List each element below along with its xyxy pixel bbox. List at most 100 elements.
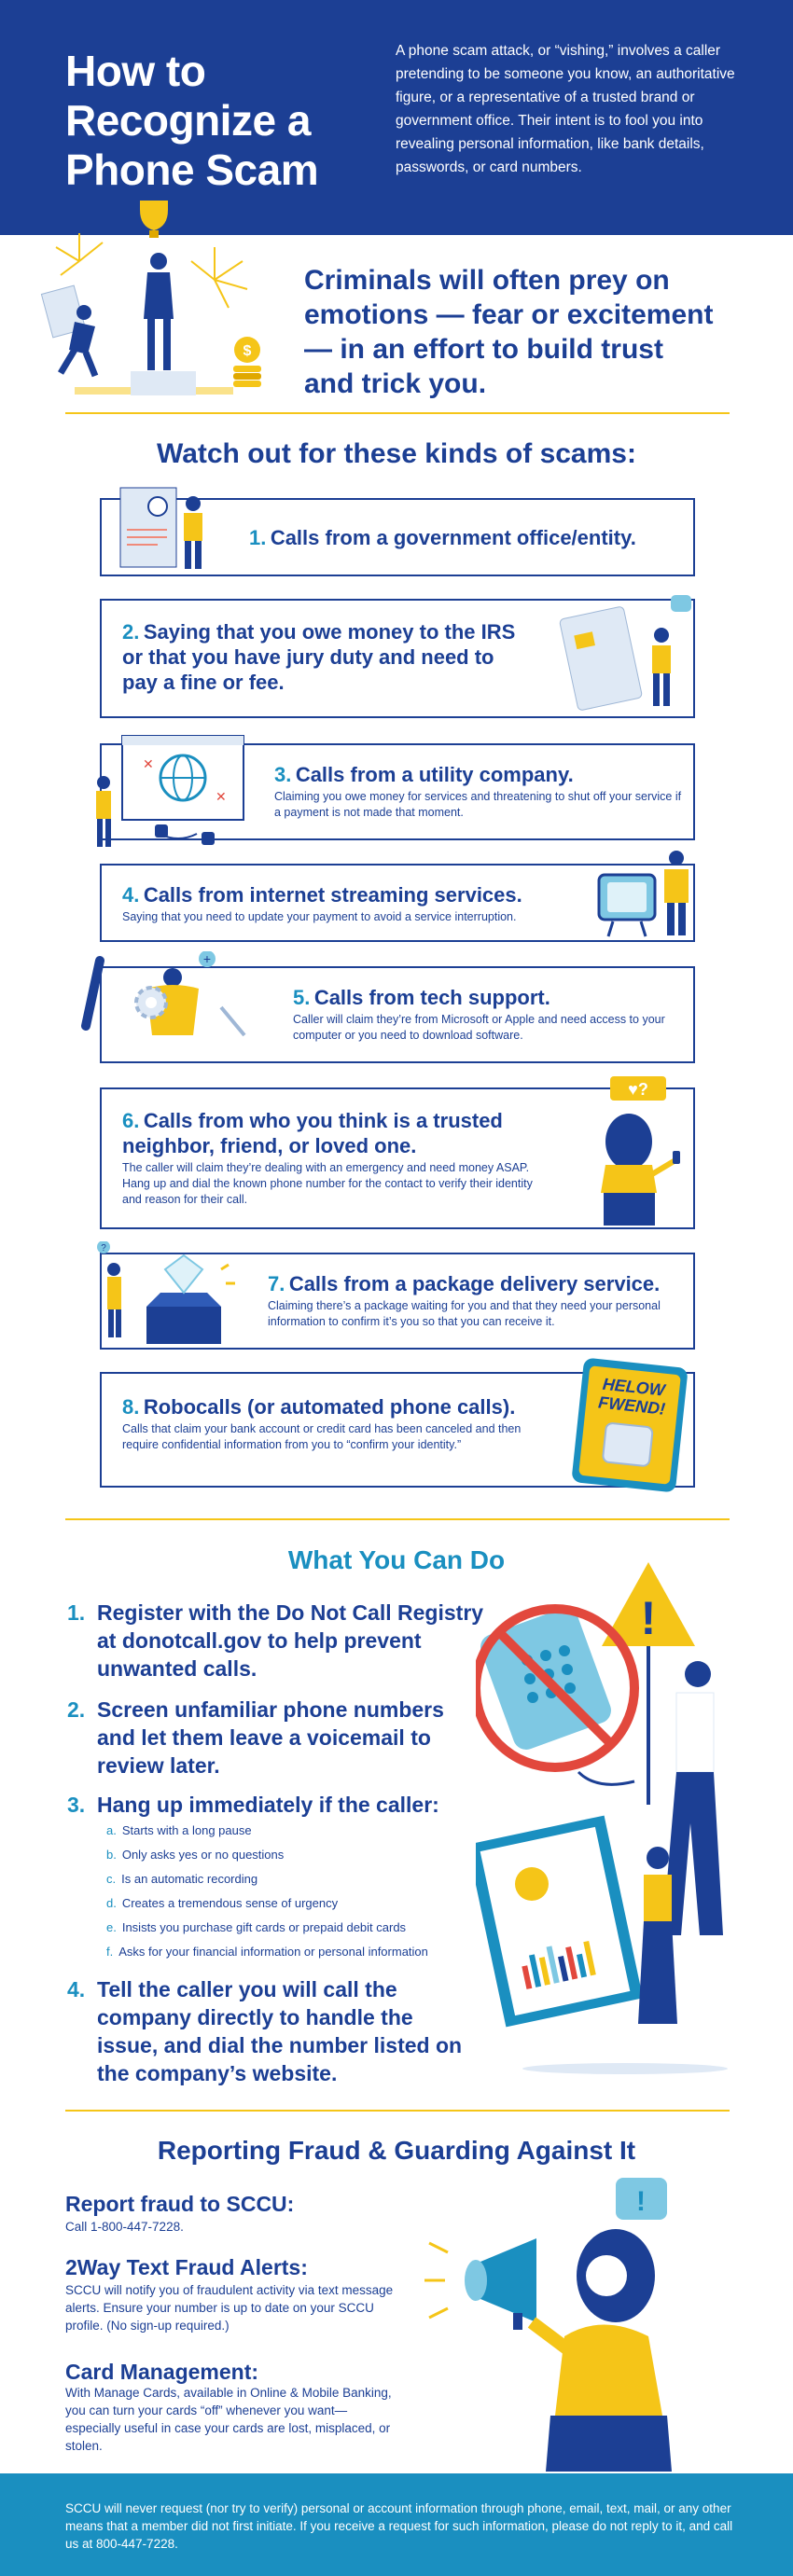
text-alerts-text: SCCU will notify you of fraudulent activ… — [65, 2283, 394, 2333]
list-item: d.Creates a tremendous sense of urgency — [106, 1896, 339, 1910]
robot-icon — [601, 1421, 654, 1468]
box-icon — [146, 1307, 221, 1344]
action-2-text: Screen unfamiliar phone numbers and let … — [97, 1697, 444, 1778]
intro-paragraph: A phone scam attack, or “vishing,” invol… — [396, 43, 735, 175]
action-1-number: 1. — [67, 1600, 86, 1625]
scam-7-number: 7. — [268, 1272, 285, 1295]
scam-4-description: Saying that you need to update your paym… — [122, 910, 517, 923]
package-illustration: ? — [97, 1241, 235, 1344]
prohibited-icon — [476, 1604, 639, 1772]
woman-phone-illustration: ♥? — [601, 1076, 680, 1226]
heart-question-bubble-icon: ♥? — [610, 1076, 666, 1101]
scam-8-number: 8. — [122, 1395, 140, 1419]
report-fraud-text: Call 1-800-447-7228. — [65, 2220, 184, 2234]
card-management-heading: Card Management: — [65, 2360, 259, 2384]
scam-card-1: 1. Calls from a government office/entity… — [100, 487, 695, 576]
action-4-text: Tell the caller you will call the compan… — [97, 1977, 463, 2085]
screwdriver-icon — [81, 956, 104, 1031]
action-3-text: Hang up immediately if the caller: — [97, 1793, 439, 1817]
svg-text:✕: ✕ — [143, 756, 154, 771]
coin-stack-icon: $ — [233, 337, 261, 387]
celebration-illustration: $ — [40, 201, 261, 395]
list-item: a.Starts with a long pause — [106, 1823, 252, 1837]
footer-disclaimer: SCCU will never request (nor try to veri… — [0, 2473, 793, 2576]
scam-5-description: Caller will claim they’re from Microsoft… — [293, 1013, 665, 1042]
scam-1-title: Calls from a government office/entity. — [270, 526, 636, 549]
scam-4-title: Calls from internet streaming services. — [143, 883, 522, 907]
action-item-2: 2. Screen unfamiliar phone numbers and l… — [67, 1696, 487, 1780]
list-item: b.Only asks yes or no questions — [106, 1848, 285, 1862]
list-item: f.Asks for your financial information or… — [106, 1945, 428, 1959]
scam-card-5: + 5. Calls from tech support. Caller wil… — [81, 951, 695, 1063]
svg-text:$: $ — [243, 343, 252, 359]
report-fraud-heading: Report fraud to SCCU: — [65, 2192, 295, 2216]
trophy-icon — [140, 201, 168, 238]
scam-card-8: 8. Robocalls (or automated phone calls).… — [100, 1357, 695, 1493]
svg-text:✕: ✕ — [216, 789, 227, 804]
wrench-icon — [219, 1005, 246, 1037]
warning-triangle-icon: ! — [602, 1562, 695, 1646]
svg-text:♥?: ♥? — [628, 1080, 648, 1099]
what-you-can-do-title: What You Can Do — [287, 1545, 506, 1574]
header-banner: How to Recognize a Phone Scam A phone sc… — [0, 0, 793, 235]
action-item-1: 1. Register with the Do Not Call Registr… — [67, 1599, 487, 1683]
exclamation-bubble-icon: ! — [616, 2178, 667, 2220]
svg-text:!: ! — [636, 2186, 646, 2217]
scam-4-number: 4. — [122, 883, 140, 907]
divider — [65, 2110, 730, 2112]
scam-6-number: 6. — [122, 1109, 140, 1132]
reporting-title: Reporting Fraud & Guarding Against It — [157, 2136, 636, 2165]
do-not-call-illustration: ! — [476, 1562, 728, 2074]
scam-8-title: Robocalls (or automated phone calls). — [143, 1395, 516, 1419]
question-bubble-icon — [97, 1241, 110, 1253]
gear-icon — [134, 986, 168, 1019]
card-management-text: With Manage Cards, available in Online &… — [65, 2386, 392, 2453]
scam-6-description: The caller will claim they’re dealing wi… — [122, 1161, 533, 1206]
scam-7-title: Calls from a package delivery service. — [288, 1272, 661, 1295]
scam-card-7: ? 7. Calls from a package delivery servi… — [97, 1241, 695, 1350]
scam-8-description: Calls that claim your bank account or cr… — [122, 1422, 522, 1451]
utility-board-illustration: ✕ ✕ — [96, 735, 244, 847]
action-item-4: 4. Tell the caller you will call the com… — [67, 1975, 478, 2087]
scam-1-number: 1. — [249, 526, 267, 549]
scam-3-number: 3. — [274, 763, 292, 786]
list-item: c.Is an automatic recording — [106, 1872, 258, 1886]
megaphone-woman-illustration: ! — [424, 2178, 672, 2472]
plus-icon — [199, 951, 216, 967]
svg-text:?: ? — [101, 1243, 106, 1253]
television-illustration — [597, 851, 689, 937]
svg-text:!: ! — [641, 1592, 657, 1644]
text-alerts-heading: 2Way Text Fraud Alerts: — [65, 2255, 308, 2279]
scam-5-number: 5. — [293, 986, 311, 1009]
action-item-3: 3. Hang up immediately if the caller: — [67, 1791, 487, 1819]
list-item: e.Insists you purchase gift cards or pre… — [106, 1920, 407, 1934]
scam-card-6: 6. Calls from who you think is a trusted… — [100, 1076, 695, 1229]
action-3-number: 3. — [67, 1793, 86, 1817]
action-1-text: Register with the Do Not Call Registry a… — [97, 1600, 484, 1681]
scam-card-2: 2. Saying that you owe money to the IRS … — [100, 595, 695, 718]
action-2-number: 2. — [67, 1697, 86, 1722]
scam-6-title: Calls from who you think is a trusted ne… — [122, 1109, 503, 1157]
scam-3-description: Claiming you owe money for services and … — [274, 790, 682, 819]
divider — [65, 1518, 730, 1520]
hero-statement: Criminals will often prey on emotions — … — [304, 265, 714, 399]
page-title: How to Recognize a Phone Scam — [65, 47, 319, 194]
scam-5-title: Calls from tech support. — [313, 986, 550, 1009]
phone-icon — [673, 1151, 680, 1164]
chat-bubble-icon — [671, 595, 691, 612]
credit-card-illustration — [559, 595, 691, 711]
scam-2-number: 2. — [122, 620, 140, 644]
caller-warning-signs-list: a.Starts with a long pause b.Only asks y… — [106, 1819, 498, 1964]
clipboard-report-icon — [476, 1815, 644, 2028]
scam-card-3: ✕ ✕ 3. Calls from a utility company. Cla… — [96, 735, 695, 847]
divider — [65, 412, 730, 414]
diamond-icon — [163, 1253, 204, 1295]
megaphone-icon — [465, 2238, 536, 2330]
government-document-illustration — [119, 487, 202, 569]
scam-3-title: Calls from a utility company. — [295, 763, 574, 786]
scam-2-title: Saying that you owe money to the IRS or … — [122, 620, 516, 694]
scam-7-description: Claiming there’s a package waiting for y… — [268, 1299, 661, 1328]
svg-text:+: + — [203, 951, 211, 966]
scam-card-4: 4. Calls from internet streaming service… — [100, 851, 695, 942]
action-4-number: 4. — [67, 1977, 86, 2001]
